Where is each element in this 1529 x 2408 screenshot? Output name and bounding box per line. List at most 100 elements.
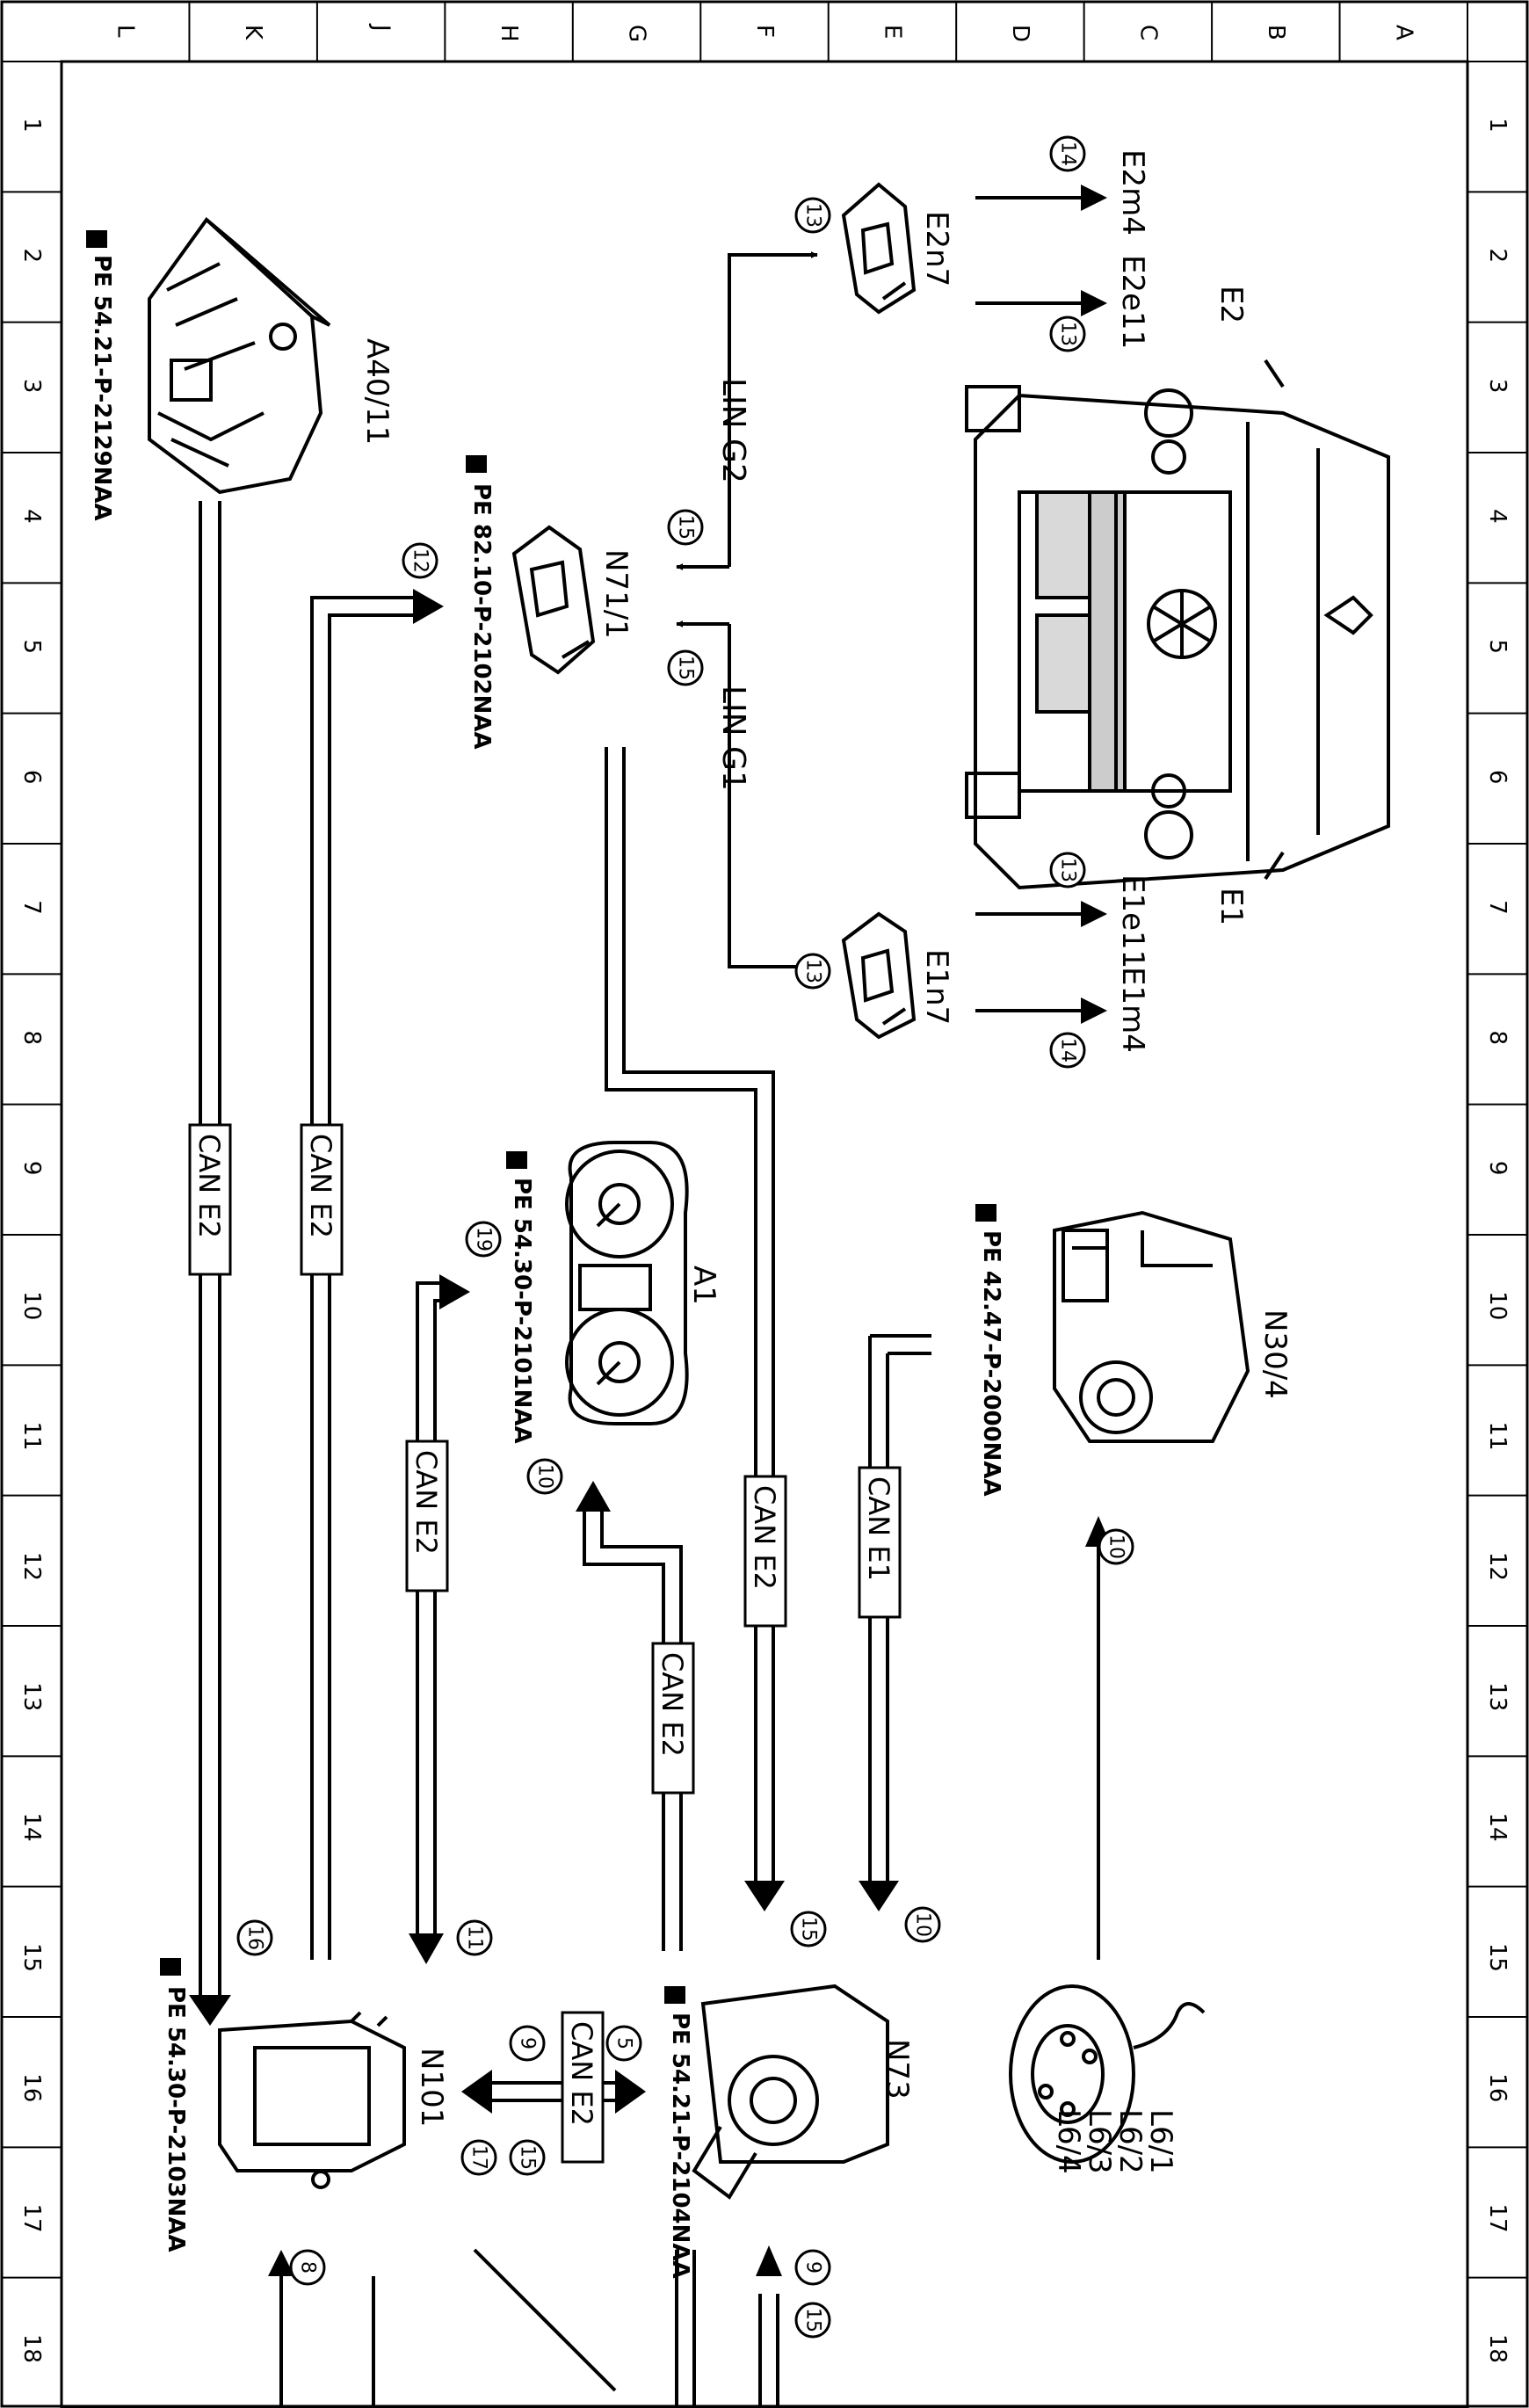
n30-4-unit-drawing <box>1053 1210 1250 1443</box>
svg-text:13: 13 <box>1057 322 1079 346</box>
signal-number-s15-bottom: 15 <box>794 2302 831 2339</box>
signal-number-s13-e1n7: 13 <box>794 953 831 990</box>
bus-lin-g2: LIN G2 <box>715 378 751 483</box>
pointing-hand-icon <box>664 1986 685 2004</box>
label-a1: A1 <box>686 1266 721 1305</box>
n73-ignition-switch-drawing <box>692 1984 889 2200</box>
signal-number-s13-e2e11: 13 <box>1049 316 1086 352</box>
column-letter: J <box>368 23 395 32</box>
bus-can-e2-k: CAN E2 <box>192 1134 226 1238</box>
label-e2e11: E2e11 <box>1115 255 1150 349</box>
signal-number-s14-top: 14 <box>1049 135 1086 172</box>
label-e2n7: E2n7 <box>919 211 954 286</box>
bus-can-e1: CAN E1 <box>862 1476 895 1581</box>
bus-can-e2-n101: CAN E2 <box>565 2021 598 2126</box>
row-number-right: 2 <box>1484 249 1511 264</box>
row-number-left: 4 <box>18 509 45 524</box>
row-number-left: 7 <box>18 900 45 915</box>
label-e1: E1 <box>1214 888 1249 925</box>
ref-n73: PE 54.21-P-2104NAA <box>667 2013 693 2279</box>
vehicle-front-view-drawing <box>965 359 1390 890</box>
row-number-right: 8 <box>1484 1031 1511 1046</box>
svg-text:15: 15 <box>675 515 697 540</box>
label-l6-4: L6/4 <box>1051 2109 1086 2174</box>
row-number-left: 15 <box>18 1943 45 1972</box>
ref-n101: PE 54.30-P-2103NAA <box>163 1986 189 2252</box>
row-number-left: 14 <box>18 1813 45 1842</box>
bus-can-e2-j: CAN E2 <box>304 1134 337 1238</box>
row-number-left: 3 <box>18 379 45 394</box>
bus-labels: LIN G2 LIN G1 CAN E2 CAN E2 CAN E2 CAN E… <box>192 378 895 2126</box>
signal-number-s19: 19 <box>465 1221 502 1258</box>
label-a40-11: A40/11 <box>359 338 395 445</box>
bus-can-e2-h: CAN E2 <box>409 1450 443 1555</box>
signal-number-s13-e2n7: 13 <box>794 197 831 234</box>
row-number-left: 1 <box>18 118 45 133</box>
signal-number-s15-lin-g2: 15 <box>667 509 704 546</box>
svg-text:10: 10 <box>1105 1534 1127 1559</box>
row-number-left: 6 <box>18 770 45 785</box>
label-l6-1: L6/1 <box>1143 2109 1178 2174</box>
column-letter: A <box>1390 25 1417 40</box>
signal-number-s8: 8 <box>289 2249 326 2286</box>
column-letter: K <box>240 25 266 40</box>
pointing-hand-icon <box>506 1151 527 1169</box>
bus-lin-g1: LIN G1 <box>715 685 751 791</box>
row-number-right: 4 <box>1484 509 1511 524</box>
row-number-right: 18 <box>1484 2334 1511 2363</box>
bus-can-e2-g: CAN E2 <box>656 1652 689 1757</box>
svg-text:15: 15 <box>798 1917 820 1941</box>
label-n71-1: N71/1 <box>598 549 634 639</box>
svg-text:14: 14 <box>1057 141 1079 166</box>
pointing-hand-icon <box>86 230 107 248</box>
label-e2m4: E2m4 <box>1115 149 1150 236</box>
signal-number-s10-a1: 10 <box>526 1458 563 1495</box>
label-e1n7: E1n7 <box>919 949 954 1025</box>
svg-text:15: 15 <box>675 656 697 680</box>
n71-1-unit-drawing <box>511 525 596 675</box>
arrowheads <box>189 185 1112 2276</box>
bus-can-e2-f: CAN E2 <box>748 1485 781 1590</box>
a1-instrument-cluster-drawing <box>565 1141 689 1425</box>
svg-text:17: 17 <box>468 2145 490 2170</box>
a40-11-module-drawing <box>148 217 331 495</box>
row-number-left: 5 <box>18 640 45 655</box>
pointing-hand-icon <box>160 1958 181 1976</box>
bus-label-boxes <box>188 1123 902 2164</box>
pointing-hand-icon <box>466 455 487 473</box>
ref-n30-4: PE 42.47-P-2000NAA <box>978 1230 1004 1497</box>
signal-number-s15-lin-g1: 15 <box>667 649 704 686</box>
label-l6-3: L6/3 <box>1082 2109 1117 2174</box>
row-ticks <box>2 191 1527 2279</box>
row-number-left: 10 <box>18 1291 45 1320</box>
n101-unit-drawing <box>218 2011 406 2189</box>
row-number-left: 13 <box>18 1682 45 1711</box>
row-number-right: 5 <box>1484 640 1511 655</box>
signal-number-s9-left: 9 <box>509 2025 546 2062</box>
row-number-left: 9 <box>18 1161 45 1176</box>
row-number-right: 7 <box>1484 900 1511 915</box>
svg-text:9: 9 <box>517 2037 539 2049</box>
column-letter: G <box>624 25 650 42</box>
svg-text:12: 12 <box>409 548 431 573</box>
signal-number-s10-n30: 10 <box>1098 1528 1134 1565</box>
signal-number-s15-left: 15 <box>509 2139 546 2176</box>
svg-text:10: 10 <box>534 1464 556 1489</box>
svg-text:13: 13 <box>802 203 824 228</box>
row-number-right: 17 <box>1484 2204 1511 2233</box>
row-number-right: 10 <box>1484 1291 1511 1320</box>
label-e1m4: E1m4 <box>1115 967 1150 1053</box>
signal-number-s10-n73: 10 <box>904 1906 941 1943</box>
signal-number-s15-n73: 15 <box>790 1911 827 1947</box>
row-number-right: 9 <box>1484 1161 1511 1176</box>
column-letter: C <box>1134 25 1161 40</box>
row-number-right: 16 <box>1484 2073 1511 2102</box>
row-number-right: 14 <box>1484 1813 1511 1842</box>
svg-text:10: 10 <box>912 1912 934 1937</box>
reference-labels: PE 54.21-P-2129NAA PE 82.10-P-2102NAA PE… <box>89 255 1004 2279</box>
ref-a1: PE 54.30-P-2101NAA <box>509 1178 535 1444</box>
signal-number-s11: 11 <box>456 1919 493 1956</box>
